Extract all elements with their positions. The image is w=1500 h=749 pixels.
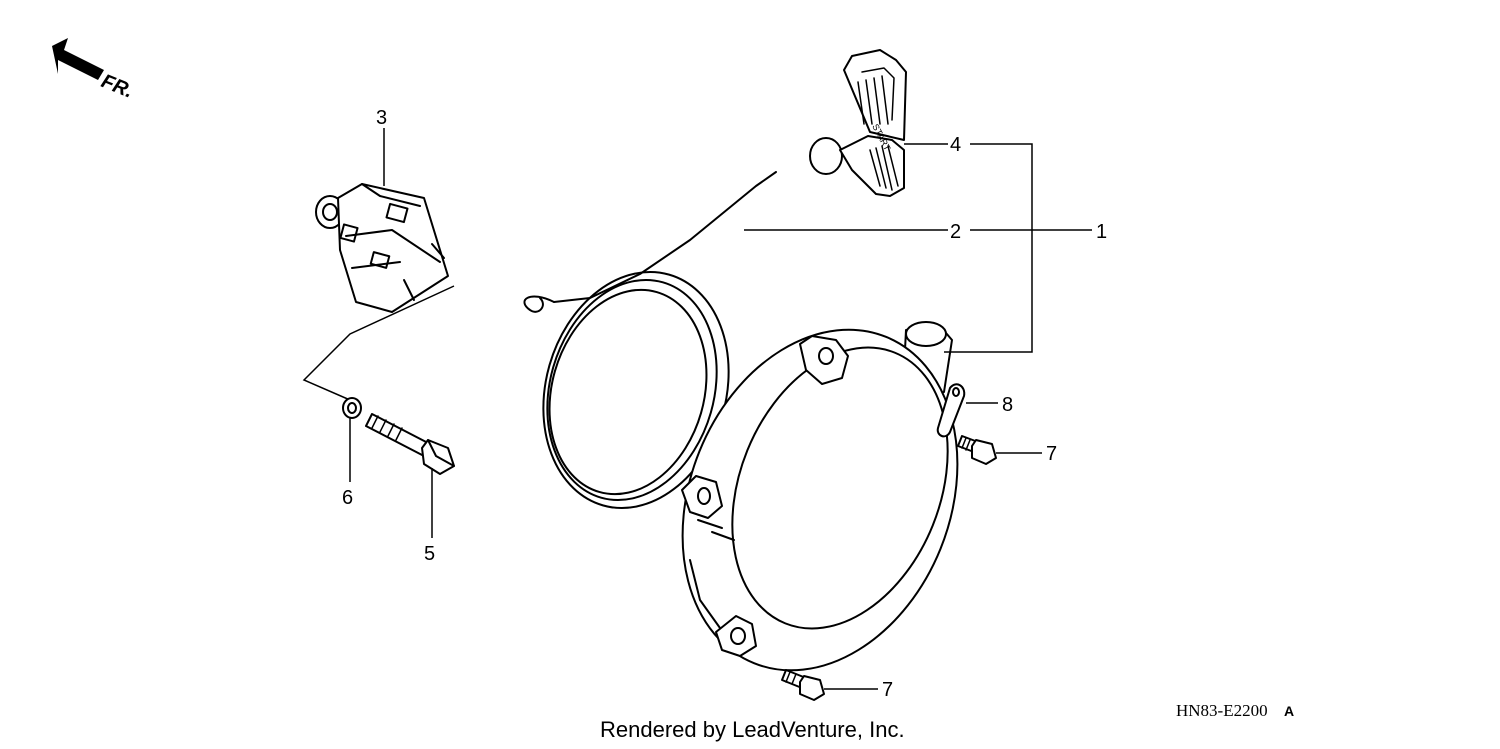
leader-line-1	[944, 143, 1033, 353]
callout-8: 8	[1002, 394, 1013, 416]
callout-4: 4	[950, 134, 961, 156]
flange-bolt-long	[365, 413, 455, 475]
callout-1: 1	[1096, 221, 1107, 243]
callout-5: 5	[424, 543, 435, 565]
washer	[342, 397, 362, 419]
pulley-leader-line	[302, 285, 455, 401]
diagram-code-suffix: A	[1284, 703, 1294, 719]
flange-bolt-upper	[957, 435, 997, 465]
callout-7-upper: 7	[1046, 443, 1057, 465]
callout-7-lower: 7	[882, 679, 893, 701]
starter-grip	[809, 49, 907, 197]
starter-pulley	[315, 183, 449, 313]
callout-2: 2	[950, 221, 961, 243]
recoil-starter-housing	[681, 321, 959, 672]
diagram-code: HN83-E2200	[1176, 701, 1268, 720]
callout-3: 3	[376, 107, 387, 129]
rope-guide-clip	[936, 383, 966, 438]
flange-bolt-lower	[781, 669, 825, 701]
front-direction-arrow-icon	[52, 38, 104, 80]
render-credit: Rendered by LeadVenture, Inc.	[600, 717, 905, 742]
fr-label: FR.	[98, 70, 136, 102]
callout-6: 6	[342, 487, 353, 509]
